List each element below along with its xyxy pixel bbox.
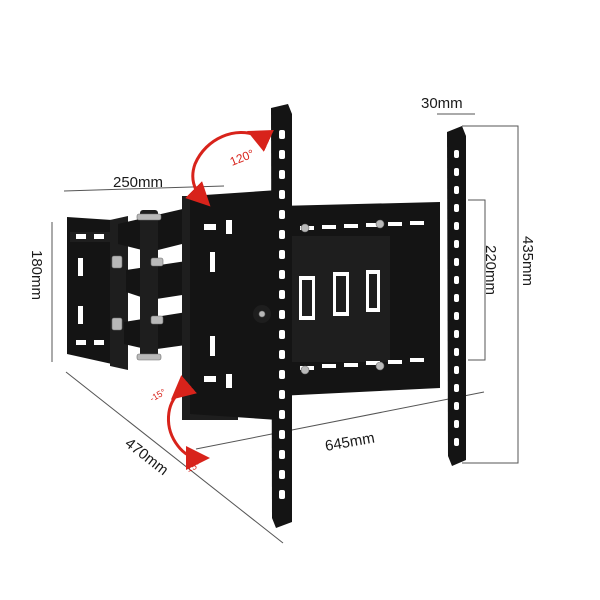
tv-plate [278, 202, 440, 396]
rail-width-label: 30mm [421, 95, 463, 112]
vesa-height-label: 220mm [482, 245, 499, 295]
width-line [195, 391, 485, 450]
arm-length-label: 250mm [113, 174, 163, 191]
wall-plate-height-label: 180mm [28, 250, 45, 300]
tilt-arrow-icon [166, 375, 210, 470]
vesa-height-line [468, 199, 486, 361]
max-height-line [462, 125, 519, 464]
max-height-label: 435mm [519, 236, 536, 286]
swivel-arrow-icon [185, 130, 274, 207]
wall-plate [67, 216, 128, 370]
depth-label: 470mm [122, 435, 172, 479]
tilt-up-angle-label: -15° [148, 387, 168, 404]
tilt-down-angle-label: 15° [185, 460, 202, 474]
swivel-frame [190, 190, 278, 420]
left-rail [271, 104, 292, 528]
right-rail [447, 126, 466, 466]
width-label: 645mm [324, 430, 376, 455]
swivel-angle-label: 120° [228, 146, 256, 168]
